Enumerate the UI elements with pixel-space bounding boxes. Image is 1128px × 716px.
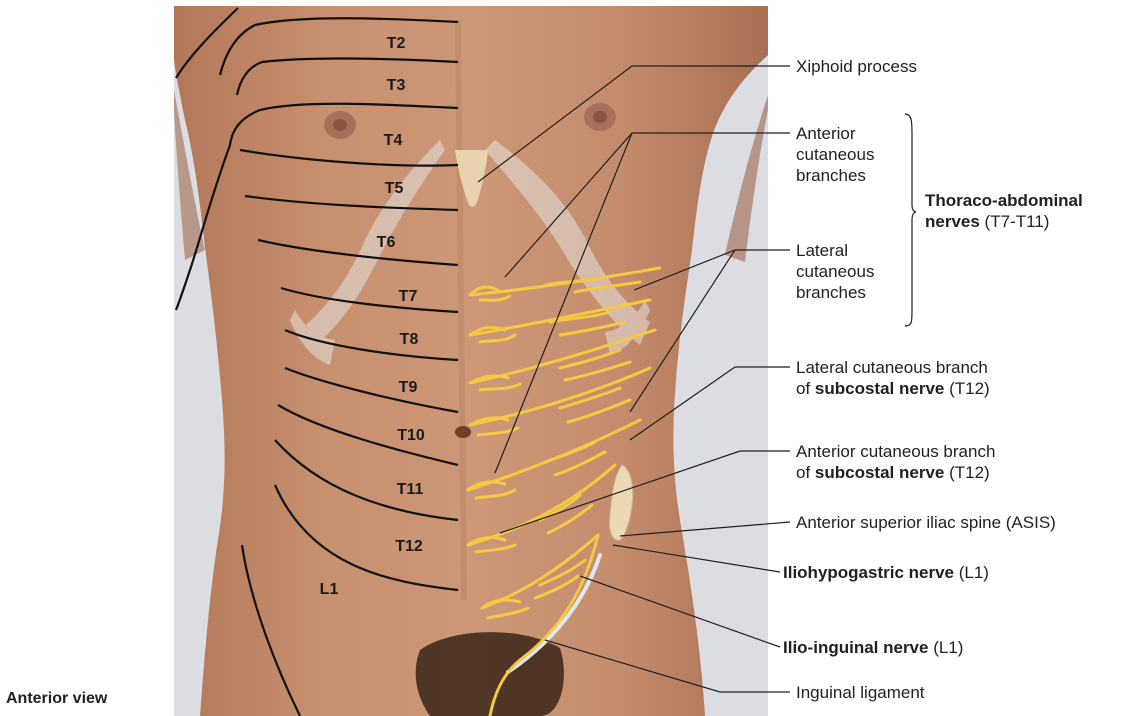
label-line: cutaneous bbox=[796, 261, 874, 282]
label-suffix: (L1) bbox=[954, 563, 989, 582]
dermatome-label-t7: T7 bbox=[399, 288, 418, 306]
dermatome-label-l1: L1 bbox=[320, 581, 339, 599]
dermatome-label-t3: T3 bbox=[387, 77, 406, 95]
dermatome-label-t10: T10 bbox=[397, 427, 425, 445]
dermatome-label-t11: T11 bbox=[397, 481, 424, 499]
label-bold: subcostal nerve bbox=[815, 463, 944, 482]
label-anterior-cutaneous-subcostal: Anterior cutaneous branch of subcostal n… bbox=[796, 441, 995, 483]
dermatome-label-t5: T5 bbox=[385, 180, 404, 198]
label-bold: Ilio-inguinal nerve bbox=[783, 638, 928, 657]
label-line: branches bbox=[796, 282, 874, 303]
label-line: Anterior cutaneous branch bbox=[796, 441, 995, 462]
label-iliohypogastric-nerve: Iliohypogastric nerve (L1) bbox=[783, 562, 989, 583]
label-line: cutaneous bbox=[796, 144, 874, 165]
label-bold: Iliohypogastric nerve bbox=[783, 563, 954, 582]
label-line: Lateral bbox=[796, 240, 874, 261]
dermatome-label-t2: T2 bbox=[387, 35, 406, 53]
label-bold: nerves bbox=[925, 212, 980, 231]
umbilicus bbox=[455, 426, 471, 438]
dermatome-label-t6: T6 bbox=[377, 234, 396, 252]
label-suffix: (L1) bbox=[928, 638, 963, 657]
label-line: Anterior bbox=[796, 123, 874, 144]
label-prefix: of bbox=[796, 379, 815, 398]
label-inguinal-ligament: Inguinal ligament bbox=[796, 682, 925, 703]
label-xiphoid-process: Xiphoid process bbox=[796, 56, 917, 77]
label-line: branches bbox=[796, 165, 874, 186]
label-lateral-cutaneous-branches: Lateral cutaneous branches bbox=[796, 240, 874, 303]
label-bold: subcostal nerve bbox=[815, 379, 944, 398]
label-bold: Thoraco-abdominal bbox=[925, 191, 1083, 210]
label-lateral-cutaneous-subcostal: Lateral cutaneous branch of subcostal ne… bbox=[796, 357, 990, 399]
label-suffix: (T12) bbox=[944, 379, 989, 398]
dermatome-label-t8: T8 bbox=[400, 331, 419, 349]
label-suffix: (T7-T11) bbox=[980, 212, 1050, 231]
dermatome-label-t12: T12 bbox=[395, 538, 423, 556]
label-prefix: of bbox=[796, 463, 815, 482]
view-caption: Anterior view bbox=[6, 690, 107, 708]
label-anterior-cutaneous-branches: Anterior cutaneous branches bbox=[796, 123, 874, 186]
dermatome-label-t4: T4 bbox=[384, 132, 403, 150]
label-suffix: (T12) bbox=[944, 463, 989, 482]
dermatome-label-t9: T9 bbox=[399, 379, 418, 397]
label-line: Lateral cutaneous branch bbox=[796, 357, 990, 378]
label-asis: Anterior superior iliac spine (ASIS) bbox=[796, 512, 1056, 533]
label-ilio-inguinal-nerve: Ilio-inguinal nerve (L1) bbox=[783, 637, 963, 658]
label-thoraco-abdominal-nerves: Thoraco-abdominal nerves (T7-T11) bbox=[925, 190, 1083, 232]
